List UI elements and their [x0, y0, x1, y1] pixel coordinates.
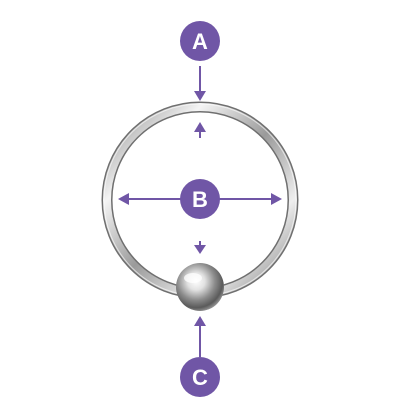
- dimension-b-indicator: [118, 193, 282, 205]
- badge-b: B: [180, 179, 220, 219]
- badge-a: A: [180, 21, 220, 61]
- dimension-a-indicator: [194, 66, 206, 138]
- bead-icon: [176, 263, 224, 311]
- badge-c: C: [180, 357, 220, 397]
- badge-a-label: A: [192, 29, 208, 54]
- badge-c-label: C: [192, 365, 208, 390]
- badge-b-label: B: [192, 187, 208, 212]
- dimension-c-indicator: [194, 241, 206, 357]
